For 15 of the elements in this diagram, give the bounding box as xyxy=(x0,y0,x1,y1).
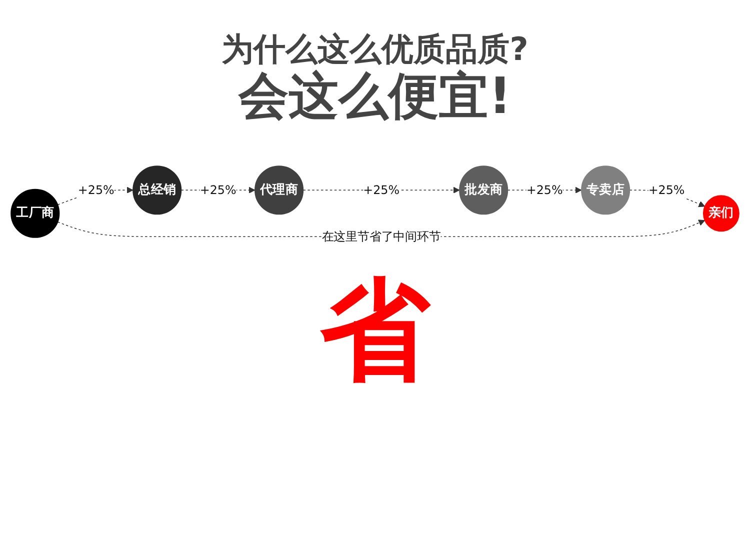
node-circle: 批发商 xyxy=(459,165,508,215)
edge-label: +25% xyxy=(648,182,685,197)
edge-label: +25% xyxy=(363,182,400,197)
subtitle: 会这么便宜! xyxy=(238,68,512,126)
edge-label: +25% xyxy=(200,182,236,197)
node-circle: 专卖店 xyxy=(581,165,630,215)
edge-label: +25% xyxy=(78,182,114,197)
node-circle: 总经销 xyxy=(132,165,182,215)
edge-label: +25% xyxy=(526,182,563,197)
edge-label: 在这里节省了中间环节 xyxy=(322,229,441,244)
node-circle: 工厂商 xyxy=(10,188,60,238)
node-circle: 亲们 xyxy=(702,195,740,232)
headline-character: 省 xyxy=(320,275,430,386)
node-circle: 代理商 xyxy=(254,165,304,215)
title: 为什么这么优质品质? xyxy=(222,30,528,68)
